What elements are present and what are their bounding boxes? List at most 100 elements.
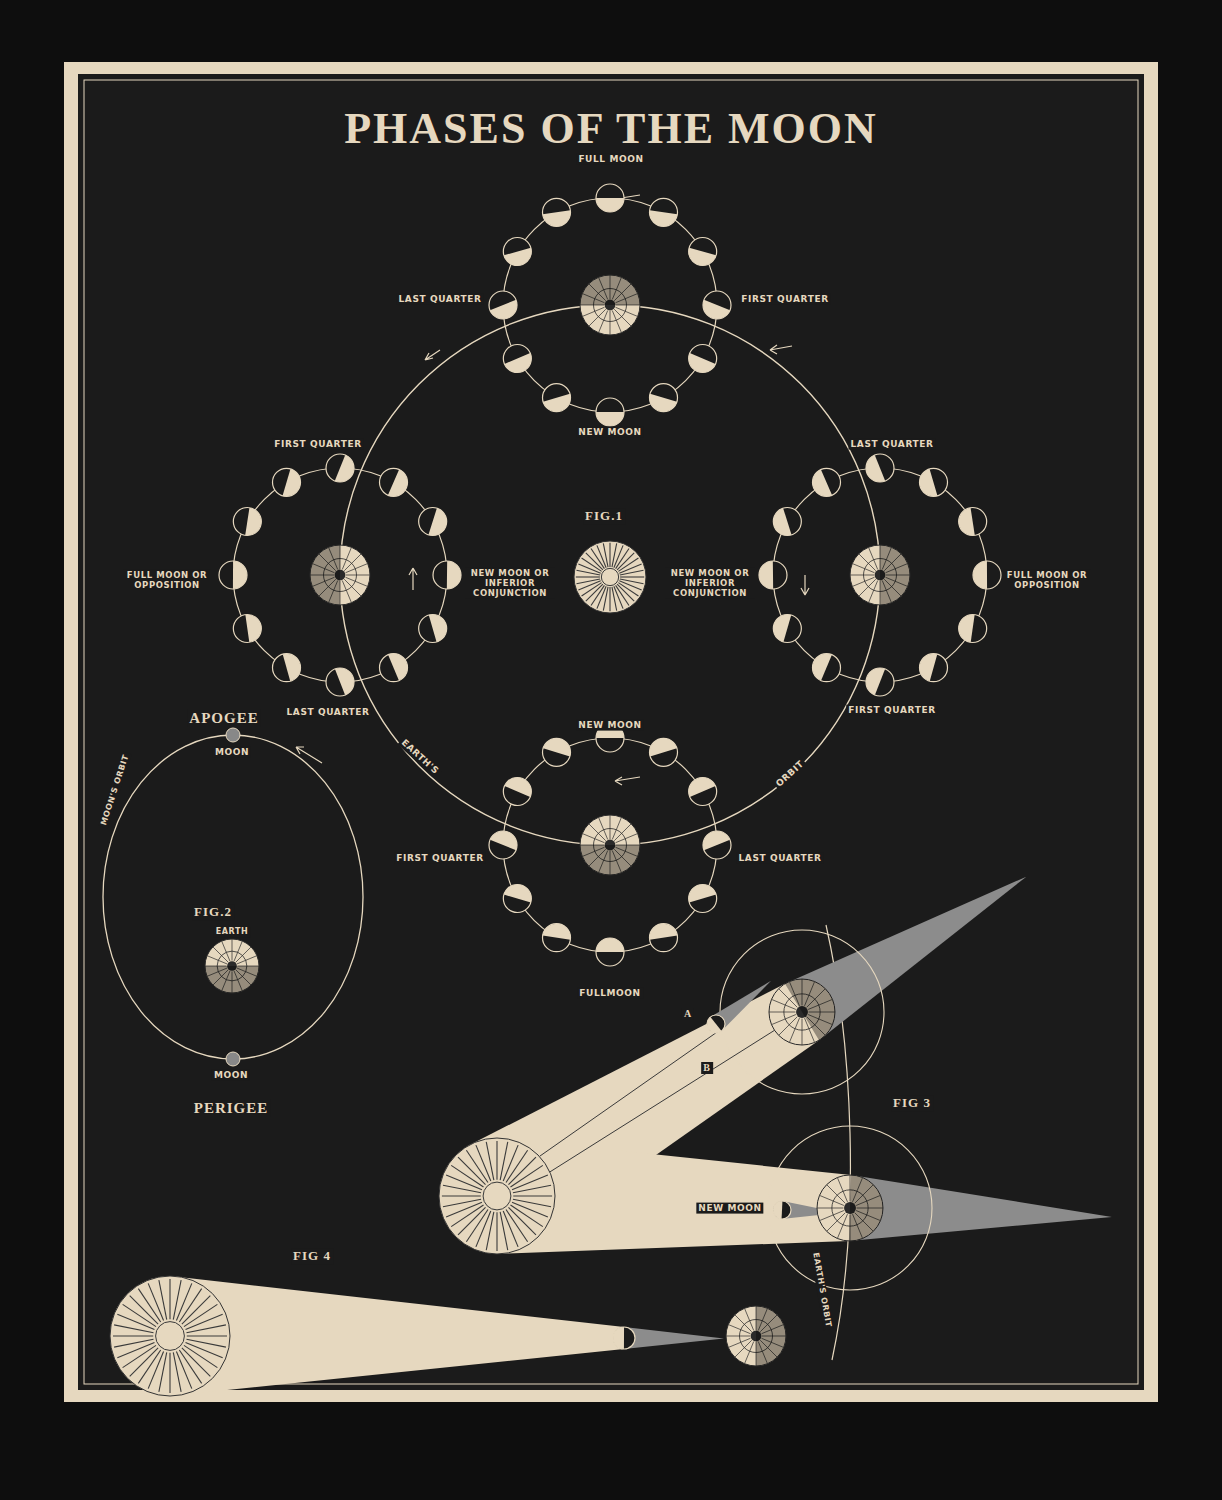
- earth-meridian: [589, 309, 606, 326]
- sun-ray: [576, 579, 600, 584]
- moon-lit-half: [543, 738, 570, 756]
- earth-meridian: [728, 1338, 750, 1347]
- earth-night-side: [580, 275, 640, 305]
- moon-phase: [959, 508, 987, 536]
- moon-phase: [419, 615, 447, 643]
- sun-ray: [586, 584, 603, 601]
- earth-meridian: [612, 311, 621, 333]
- moon-phase: [326, 454, 354, 482]
- moon-lit-half: [920, 654, 938, 681]
- moon-phase: [543, 738, 571, 766]
- sun-ray: [114, 1339, 153, 1347]
- phase-label: LAST QUARTER: [848, 439, 935, 450]
- moon-lit-half: [388, 654, 407, 681]
- phase-label: FIRST QUARTER: [272, 439, 363, 450]
- sun-ray: [513, 1195, 552, 1196]
- earth-meridian: [346, 577, 368, 586]
- direction-arrows: [296, 195, 809, 785]
- moon-phase: [380, 468, 408, 496]
- sun-ray: [508, 1207, 535, 1234]
- earth-meridian: [772, 1015, 796, 1025]
- sun-ray: [609, 587, 610, 611]
- moon-phase: [543, 384, 571, 412]
- sun-ray: [586, 553, 603, 570]
- moon-lit-half: [335, 668, 354, 695]
- moon-phase: [703, 291, 731, 319]
- earth-meridian: [735, 1340, 752, 1357]
- earth-meridian: [614, 309, 631, 326]
- sun-ray: [186, 1314, 223, 1329]
- moon-phase: [613, 1327, 635, 1349]
- moon-lit-half: [233, 561, 247, 589]
- earth-meridian: [237, 956, 257, 964]
- shadow-cone: [849, 1175, 1112, 1241]
- earth-meridian: [610, 311, 611, 335]
- earth: [580, 815, 640, 875]
- sun-ray: [182, 1296, 210, 1324]
- figure-label: FIG.2: [192, 904, 234, 920]
- moon-phase: [959, 615, 987, 643]
- sun-ray: [442, 1195, 481, 1196]
- sun-ray: [609, 543, 610, 567]
- moon-phase: [773, 508, 801, 536]
- moon-lit-half: [866, 668, 885, 695]
- earth-night-side: [880, 545, 910, 605]
- sun-ray: [476, 1145, 491, 1181]
- construction-line: [545, 1030, 775, 1175]
- moon-lit-half: [490, 831, 517, 850]
- phase-label: MOON: [212, 1070, 250, 1081]
- moon-phase: [920, 468, 948, 496]
- phase-label: MOON: [213, 747, 251, 758]
- earth-meridian: [726, 1336, 750, 1337]
- earth: [310, 545, 370, 605]
- moon-phase: [689, 885, 717, 913]
- moon-phase: [489, 291, 517, 319]
- moon-lit-half: [773, 615, 791, 642]
- earth-meridian: [779, 1017, 798, 1036]
- moon-lit-half: [543, 924, 571, 940]
- phase-label: FIRST QUARTER: [739, 294, 830, 305]
- moon-lit-half: [245, 614, 261, 642]
- earth-meridian: [869, 547, 878, 569]
- moon-lit-half: [773, 508, 791, 535]
- moon-lit-half: [543, 394, 570, 412]
- phase-label: NEW MOON: [576, 720, 643, 731]
- panel-rule: [84, 80, 1138, 1384]
- earth: [580, 275, 640, 335]
- sun-ray: [182, 1348, 210, 1376]
- figure-label: B: [701, 1062, 713, 1074]
- sun-ray: [173, 1352, 181, 1391]
- moon-phase: [273, 654, 301, 682]
- earth-meridian: [582, 834, 604, 843]
- generated-figures: [110, 184, 1112, 1396]
- moon-lit-half: [447, 561, 461, 589]
- moon-phase: [543, 198, 571, 226]
- moon-lit-half: [596, 938, 624, 952]
- sun-ray: [446, 1202, 482, 1217]
- sun-ray: [159, 1352, 167, 1391]
- moon-lit-half: [773, 1201, 782, 1219]
- sun-ray: [113, 1335, 153, 1336]
- earth-night-side: [756, 1306, 786, 1366]
- earth-meridian: [342, 581, 351, 603]
- phase-label: LAST QUARTER: [736, 853, 823, 864]
- moon-lit-half: [703, 831, 730, 850]
- moon-phase: [689, 345, 717, 373]
- moon-lit-half: [490, 300, 517, 319]
- phase-label: FULL MOON OR OPPOSITION: [123, 570, 211, 590]
- earth: [769, 979, 835, 1045]
- phase-label: LAST QUARTER: [396, 294, 483, 305]
- sun-ray: [612, 587, 617, 611]
- moon-lit-half: [689, 778, 716, 798]
- earth: [817, 1175, 883, 1241]
- phase-label: NEW MOON: [696, 1203, 763, 1214]
- moon-lit-half: [813, 470, 833, 497]
- moon-perigee: [226, 1052, 240, 1066]
- earth-meridian: [837, 1178, 847, 1202]
- moon-lit-half: [283, 469, 301, 496]
- sun: [439, 1138, 555, 1254]
- mat: [64, 62, 1158, 1402]
- phase-label: FIRST QUARTER: [846, 705, 937, 716]
- light-beam: [170, 1276, 624, 1396]
- sun-ray: [620, 576, 644, 577]
